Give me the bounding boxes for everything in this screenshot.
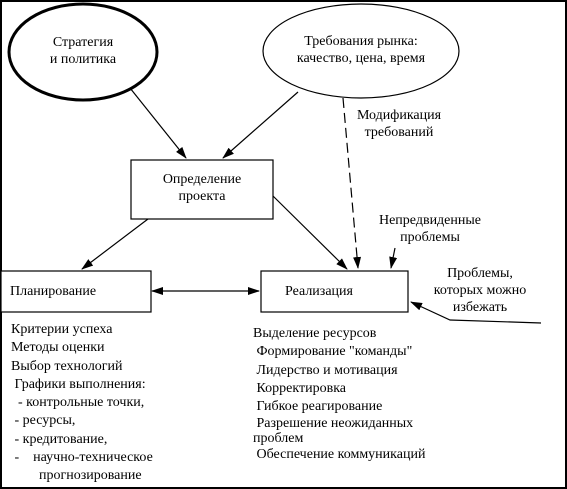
avoidable-label-line3: избежать — [452, 300, 508, 315]
implementation-list-item: Выделение ресурсов — [253, 326, 377, 341]
planning-list-item: Методы оценки — [11, 340, 105, 356]
planning-label: Планирование — [10, 284, 97, 299]
implementation-list-item: Корректировка — [253, 380, 347, 396]
unforeseen-label-line1: Непредвиденные — [378, 213, 481, 228]
implementation-list-item: Гибкое реагирование — [253, 399, 383, 415]
arrow-market-to-definition — [222, 91, 299, 159]
market-label-line2: качество, цена, время — [296, 51, 426, 66]
definition-label: Определение проекта — [131, 171, 273, 205]
market-ellipse — [262, 3, 460, 99]
arrow-unforeseen-problems — [389, 247, 398, 269]
planning-list-item: - научно-техническое — [11, 450, 153, 466]
planning-list-item: Выбор технологий — [11, 358, 123, 374]
market-label-line1: Требования рынка: — [304, 34, 418, 49]
avoidable-label-line1: Проблемы, — [447, 266, 513, 281]
planning-box — [0, 270, 152, 313]
implementation-list-item: проблем — [253, 431, 304, 447]
avoidable-label: Проблемы, которых можно избежать — [420, 265, 540, 316]
planning-list-item: - ресурсы, — [11, 413, 76, 429]
planning-list-item: - контрольные точки, — [11, 395, 145, 411]
definition-label-line2: проекта — [178, 189, 226, 204]
arrow-market-modification — [342, 97, 362, 269]
implementation-list-item: Разрешение неожиданных — [253, 416, 414, 432]
implementation-label: Реализация — [285, 284, 353, 299]
implementation-list-item: Обеспечение коммуникаций — [253, 447, 426, 463]
strategy-label-line2: и политика — [49, 52, 117, 67]
planning-list-item: Графики выполнения: — [11, 376, 146, 392]
avoidable-label-line2: которых можно — [433, 283, 527, 298]
planning-list-item: прогнозирование — [11, 468, 142, 484]
planning-list-item: - кредитование, — [11, 431, 108, 447]
modification-label-line1: Модификация — [356, 108, 442, 123]
arrow-definition-to-planning — [81, 218, 149, 270]
definition-box — [130, 159, 274, 220]
implementation-list-item: Формирование "команды" — [253, 344, 413, 360]
strategy-label-line1: Стратегия — [52, 35, 114, 50]
planning-list-item: Критерии успеха — [11, 322, 113, 337]
modification-label: Модификация требований — [350, 107, 448, 141]
implementation-list: Выделение ресурсов Формирование "команды… — [253, 325, 493, 465]
implementation-box — [260, 270, 409, 313]
strategy-label: Стратегия и политика — [23, 34, 143, 68]
arrow-strategy-to-definition — [129, 87, 187, 159]
arrow-avoidable-problems — [410, 301, 542, 324]
implementation-list-item: Лидерство и мотивация — [253, 362, 398, 378]
modification-label-line2: требований — [364, 125, 434, 140]
unforeseen-label: Непредвиденные проблемы — [368, 212, 492, 246]
arrow-definition-to-implementation — [272, 195, 348, 270]
market-label: Требования рынка: качество, цена, время — [266, 33, 456, 67]
definition-label-line1: Определение — [162, 172, 242, 187]
planning-list: Критерии успеха Методы оценки Выбор техн… — [11, 321, 211, 486]
strategy-ellipse — [7, 2, 159, 102]
unforeseen-label-line2: проблемы — [400, 230, 460, 245]
